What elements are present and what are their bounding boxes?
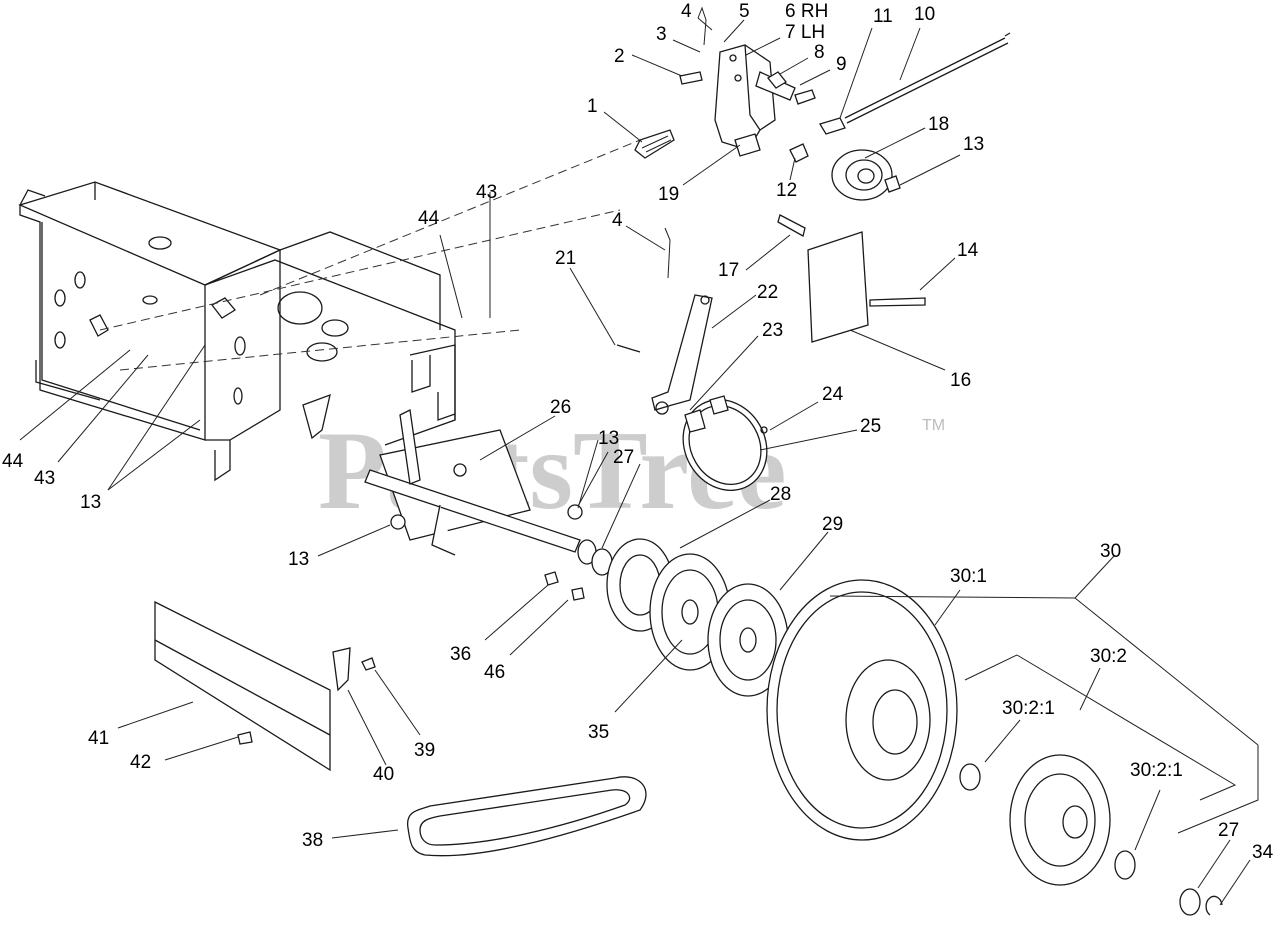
brake-lever-assembly bbox=[616, 227, 768, 492]
callout-23: 23 bbox=[762, 320, 783, 341]
callout-13-center: 13 bbox=[598, 428, 619, 449]
callout-41: 41 bbox=[88, 728, 109, 749]
callout-26: 26 bbox=[550, 397, 571, 418]
axle-assembly bbox=[364, 409, 613, 576]
callout-39: 39 bbox=[414, 740, 435, 761]
callout-3: 3 bbox=[656, 24, 667, 45]
callout-6-rh: 6 RH bbox=[785, 1, 828, 22]
callout-13-top: 13 bbox=[963, 134, 984, 155]
callout-44-left: 44 bbox=[2, 451, 24, 472]
callout-30: 30 bbox=[1100, 541, 1121, 562]
callout-11: 11 bbox=[873, 6, 893, 27]
callout-16: 16 bbox=[950, 370, 971, 391]
callout-30-2-1-second: 30:2:1 bbox=[1130, 760, 1183, 781]
callout-14: 14 bbox=[957, 240, 979, 261]
leader-lines bbox=[19, 17, 1259, 906]
callout-4: 4 bbox=[681, 1, 692, 22]
callout-27: 27 bbox=[613, 447, 634, 468]
callout-43: 43 bbox=[476, 182, 497, 203]
callout-44: 44 bbox=[418, 208, 440, 229]
callout-8: 8 bbox=[814, 42, 825, 63]
callout-42: 42 bbox=[130, 752, 151, 773]
callout-12: 12 bbox=[776, 180, 797, 201]
callout-13-left: 13 bbox=[80, 492, 101, 513]
pulley-assembly bbox=[544, 538, 789, 697]
callout-30-1: 30:1 bbox=[950, 566, 987, 587]
callout-36: 36 bbox=[450, 644, 471, 665]
idler-bracket-assembly bbox=[634, 6, 1011, 343]
callout-1: 1 bbox=[587, 96, 598, 117]
callout-34: 34 bbox=[1252, 842, 1274, 863]
callout-40: 40 bbox=[373, 764, 394, 785]
wheel-assembly bbox=[766, 579, 1223, 916]
callout-28: 28 bbox=[770, 484, 791, 505]
callout-17: 17 bbox=[718, 260, 739, 281]
callout-labels: 1 2 3 4 5 6 RH 7 LH 8 9 11 10 18 13 19 1… bbox=[2, 1, 1274, 863]
callout-21: 21 bbox=[555, 248, 576, 269]
callout-30-2-1: 30:2:1 bbox=[1002, 698, 1055, 719]
callout-38: 38 bbox=[302, 830, 323, 851]
frame-assembly bbox=[18, 139, 641, 482]
watermark-trademark: TM bbox=[922, 417, 945, 434]
callout-29: 29 bbox=[822, 514, 843, 535]
callout-46: 46 bbox=[484, 662, 505, 683]
callout-10: 10 bbox=[914, 4, 935, 25]
callout-43-left: 43 bbox=[34, 468, 55, 489]
callout-35: 35 bbox=[588, 722, 609, 743]
callout-18: 18 bbox=[928, 114, 949, 135]
callout-5: 5 bbox=[739, 1, 750, 22]
callout-9: 9 bbox=[836, 54, 847, 75]
callout-2: 2 bbox=[614, 46, 625, 67]
callout-25: 25 bbox=[860, 416, 881, 437]
callout-27-lower: 27 bbox=[1218, 820, 1239, 841]
callout-22: 22 bbox=[757, 282, 778, 303]
drive-belt bbox=[407, 776, 647, 857]
callout-4-lower: 4 bbox=[612, 210, 623, 231]
callout-30-2: 30:2 bbox=[1090, 646, 1127, 667]
guard-plate-assembly bbox=[154, 600, 376, 772]
callout-7-lh: 7 LH bbox=[785, 22, 825, 43]
callout-13-bottom: 13 bbox=[288, 549, 309, 570]
callout-24: 24 bbox=[822, 384, 844, 405]
callout-19: 19 bbox=[658, 184, 679, 205]
